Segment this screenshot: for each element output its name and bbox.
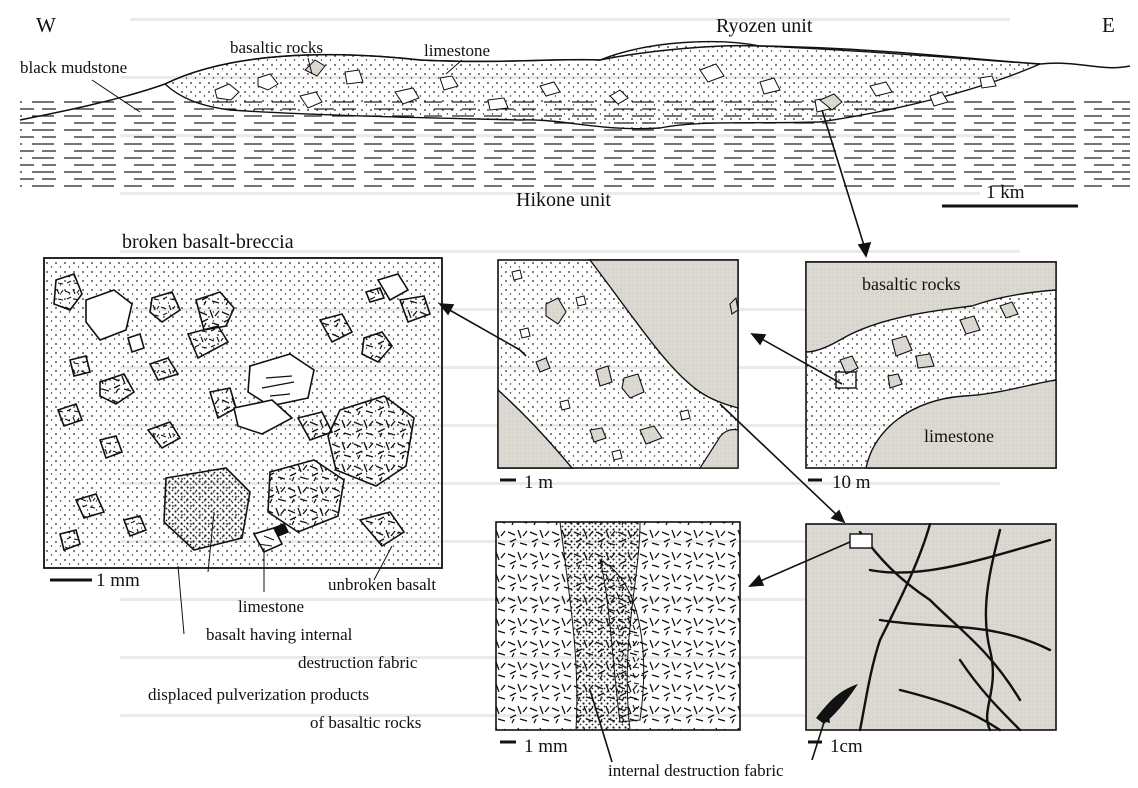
- upper-unit-label: Ryozen unit: [716, 15, 813, 37]
- km-scale-label: 1 km: [986, 182, 1025, 203]
- limestone-annotation: limestone: [238, 597, 304, 616]
- panel-10m: basaltic rocks limestone 10 m: [806, 262, 1056, 493]
- panel-1cm: 1cm: [806, 524, 1056, 757]
- limestone-label: limestone: [424, 41, 490, 60]
- breccia-title: broken basalt-breccia: [122, 231, 294, 253]
- panel-1m: 1 m: [498, 260, 738, 493]
- cross-section: W E Ryozen unit Hikone unit black mudsto…: [20, 13, 1130, 211]
- displaced-products-annotation-line1: displaced pulverization products: [148, 685, 369, 704]
- panel-10m-limestone: limestone: [924, 426, 994, 446]
- black-mudstone-label: black mudstone: [20, 58, 127, 77]
- internal-destruction-fabric-label: internal destruction fabric: [608, 761, 784, 780]
- unbroken-basalt-annotation: unbroken basalt: [328, 575, 436, 594]
- panel-1mm-scale: 1 mm: [524, 736, 568, 757]
- basaltic-rocks-label: basaltic rocks: [230, 38, 323, 57]
- panel-1mm: 1 mm: [496, 522, 740, 757]
- inset-box-1cm: [850, 534, 872, 548]
- displaced-products-annotation-line2: of basaltic rocks: [310, 713, 421, 732]
- basalt-internal-annotation-line2: destruction fabric: [298, 653, 418, 672]
- panel-1m-scale: 1 m: [524, 472, 553, 493]
- lower-unit-label: Hikone unit: [516, 189, 611, 211]
- east-label: E: [1102, 13, 1115, 37]
- panel-1cm-scale: 1cm: [830, 736, 863, 757]
- basalt-internal-annotation-line1: basalt having internal: [206, 625, 353, 644]
- breccia-scale-label: 1 mm: [96, 570, 140, 591]
- west-label: W: [36, 13, 56, 37]
- panel-10m-basaltic-rocks: basaltic rocks: [862, 274, 960, 294]
- breccia-panel: broken basalt-breccia: [44, 231, 442, 732]
- panel-10m-scale: 10 m: [832, 472, 871, 493]
